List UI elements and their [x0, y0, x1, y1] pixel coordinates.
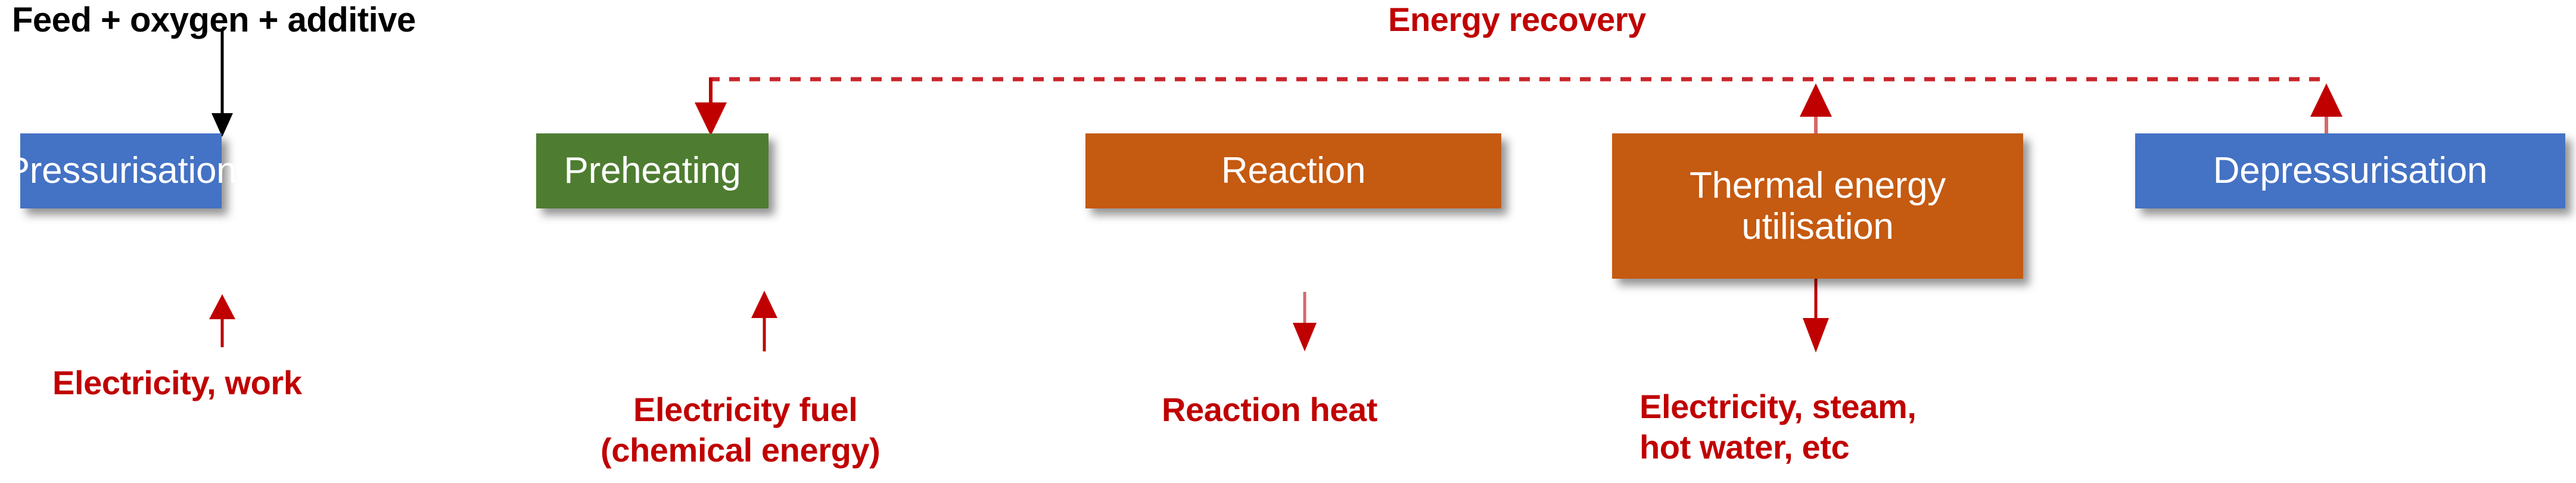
electricity-fuel-label-line2: (chemical energy) — [601, 431, 881, 469]
feed-input-label: Feed + oxygen + additive — [12, 1, 416, 39]
reaction-heat-arrow — [1293, 292, 1317, 351]
electricity-fuel-arrow — [751, 291, 777, 351]
depressurisation-to-recovery-arrow — [2310, 83, 2342, 136]
stage-box-reaction[interactable]: Reaction — [1085, 133, 1501, 208]
electricity-work-arrow — [209, 294, 235, 347]
stage-label-thermal-energy-line2: utilisation — [1741, 206, 1894, 247]
stage-label-thermal-energy-line1: Thermal energy — [1690, 164, 1946, 206]
thermal-output-label-line2: hot water, etc — [1639, 428, 1850, 466]
thermal-output-arrow — [1803, 279, 1829, 353]
energy-recovery-label: Energy recovery — [1388, 1, 1646, 38]
thermal-output-label-line1: Electricity, steam, — [1639, 388, 1917, 425]
stage-label-preheating: Preheating — [564, 150, 741, 192]
stage-label-pressurisation: Pressurisation — [5, 150, 237, 192]
electricity-work-label: Electricity, work — [52, 364, 302, 401]
stage-box-pressurisation[interactable]: Pressurisation — [5, 133, 237, 208]
recovery-to-preheating-arrow — [695, 78, 727, 136]
reaction-heat-label: Reaction heat — [1162, 391, 1377, 428]
stage-box-thermal-energy-utilisation[interactable]: Thermal energy utilisation — [1612, 133, 2023, 279]
electricity-fuel-label-line1: Electricity fuel — [633, 391, 858, 428]
stage-box-preheating[interactable]: Preheating — [536, 133, 769, 208]
stage-label-depressurisation: Depressurisation — [2213, 150, 2488, 192]
feed-inlet-arrow — [211, 29, 233, 137]
stage-label-reaction: Reaction — [1221, 150, 1366, 192]
stage-box-depressurisation[interactable]: Depressurisation — [2135, 133, 2565, 208]
thermal-to-recovery-arrow — [1800, 83, 1832, 136]
